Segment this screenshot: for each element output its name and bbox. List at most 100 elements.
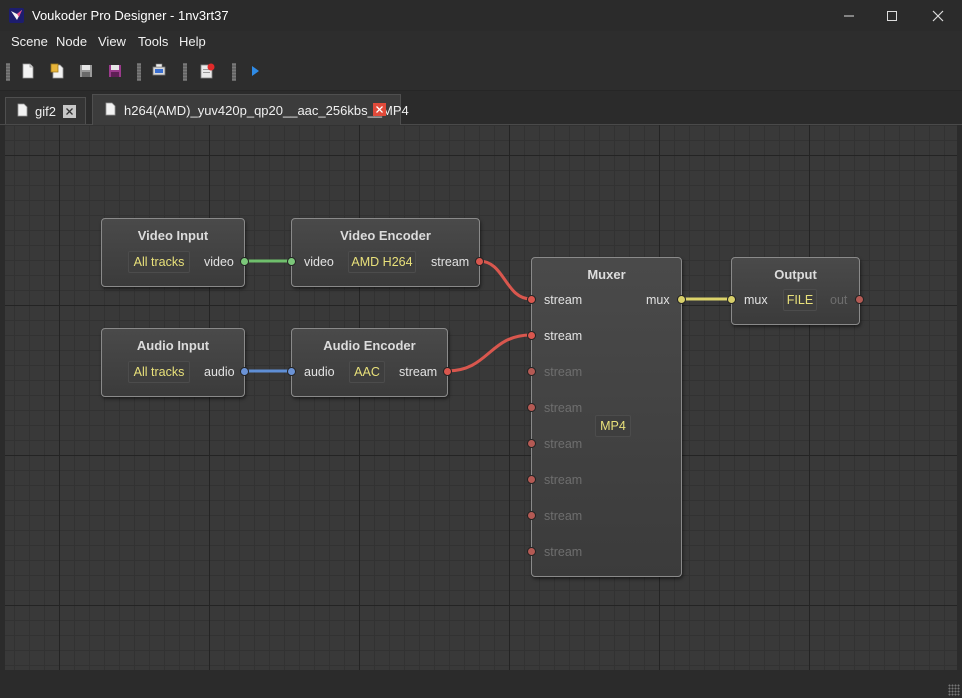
stream-input-label: stream	[544, 509, 583, 523]
tab-bar: gif2 h264(AMD)_yuv420p_qp20__aac_256kbs_…	[0, 91, 962, 125]
audio-encoder-value[interactable]: AAC	[349, 361, 385, 383]
tab-label: h264(AMD)_yuv420p_qp20__aac_256kbs__MP4	[124, 103, 409, 118]
open-button[interactable]	[49, 62, 67, 80]
open-icon	[50, 63, 64, 79]
video-input-node[interactable]: Video Input All tracks video	[101, 218, 249, 287]
close-button[interactable]	[915, 0, 961, 31]
record-icon	[200, 63, 215, 79]
stream-output-label: stream	[431, 255, 470, 269]
audio-tracks-value[interactable]: All tracks	[128, 361, 190, 383]
out-label: out	[830, 293, 848, 307]
stream-input-label: stream	[544, 473, 583, 487]
record-button[interactable]	[198, 62, 216, 80]
mux-input-port[interactable]	[727, 295, 736, 304]
document-icon	[17, 103, 28, 117]
node-title: Video Encoder	[340, 228, 431, 243]
stream-input-port[interactable]	[527, 547, 536, 556]
video-input-port[interactable]	[287, 257, 296, 266]
mux-input-label: mux	[744, 293, 768, 307]
muxer-node[interactable]: Muxer stream stream stream stream stream…	[527, 257, 686, 577]
document-icon	[105, 102, 116, 116]
output-node[interactable]: Output mux FILE out	[727, 257, 864, 325]
tab-h264-amd[interactable]: h264(AMD)_yuv420p_qp20__aac_256kbs__MP4	[92, 94, 409, 125]
toolbar	[0, 53, 962, 91]
title-bar: Voukoder Pro Designer - 1nv3rt37	[0, 0, 962, 31]
audio-input-port[interactable]	[287, 367, 296, 376]
mux-output-label: mux	[646, 293, 670, 307]
video-input-label: video	[304, 255, 334, 269]
close-icon	[376, 106, 383, 113]
audio-output-port[interactable]	[240, 367, 249, 376]
video-output-port[interactable]	[240, 257, 249, 266]
stream-input-label: stream	[544, 545, 583, 559]
minimize-button[interactable]	[826, 0, 872, 31]
new-button[interactable]	[19, 62, 37, 80]
maximize-icon	[887, 10, 897, 21]
output-file-value[interactable]: FILE	[783, 289, 817, 311]
node-title: Muxer	[587, 267, 626, 282]
maximize-button[interactable]	[869, 0, 915, 31]
toolbar-grip[interactable]	[232, 63, 236, 81]
stream-input-port[interactable]	[527, 331, 536, 340]
video-stream-wire[interactable]	[478, 259, 532, 301]
node-canvas[interactable]: Video Input All tracks video Video Encod…	[5, 125, 957, 670]
video-encoder-node[interactable]: Video Encoder video AMD H264 stream	[287, 218, 484, 287]
stream-output-port[interactable]	[443, 367, 452, 376]
node-title: Output	[774, 267, 817, 282]
mux-output-port[interactable]	[677, 295, 686, 304]
stream-input-label: stream	[544, 365, 583, 379]
menu-view[interactable]: View	[98, 34, 126, 49]
save-icon	[80, 65, 92, 77]
stream-input-port[interactable]	[527, 367, 536, 376]
video-encoder-value[interactable]: AMD H264	[348, 251, 416, 273]
tab-close-button[interactable]	[373, 103, 386, 116]
stream-output-label: stream	[399, 365, 438, 379]
audio-input-label: audio	[304, 365, 335, 379]
save-as-button[interactable]	[106, 62, 124, 80]
stream-input-port[interactable]	[527, 295, 536, 304]
resize-grip-icon[interactable]	[948, 684, 960, 696]
node-title: Audio Encoder	[323, 338, 416, 353]
status-bar	[0, 671, 962, 698]
run-button[interactable]	[246, 62, 264, 80]
toolbar-grip[interactable]	[137, 63, 141, 81]
audio-input-node[interactable]: Audio Input All tracks audio	[101, 328, 249, 397]
stream-input-label: stream	[544, 401, 583, 415]
stream-input-port[interactable]	[527, 403, 536, 412]
close-icon	[932, 10, 944, 21]
audio-encoder-node[interactable]: Audio Encoder audio AAC stream	[287, 328, 452, 397]
export-button[interactable]	[150, 62, 168, 80]
menu-tools[interactable]: Tools	[138, 34, 169, 49]
connection-layer	[243, 259, 731, 373]
stream-input-port[interactable]	[527, 439, 536, 448]
muxer-format-value[interactable]: MP4	[595, 415, 631, 437]
stream-input-label: stream	[544, 437, 583, 451]
stream-input-label: stream	[544, 329, 583, 343]
audio-stream-wire[interactable]	[446, 333, 532, 373]
minimize-icon	[844, 15, 854, 16]
save-button[interactable]	[77, 62, 95, 80]
save-as-icon	[109, 65, 121, 77]
node-title: Video Input	[137, 228, 209, 243]
stream-input-label: stream	[544, 293, 583, 307]
menu-scene[interactable]: Scene	[11, 34, 48, 49]
new-icon	[22, 63, 34, 79]
stream-input-port[interactable]	[527, 475, 536, 484]
toolbar-grip[interactable]	[6, 63, 10, 81]
tab-close-button[interactable]	[63, 105, 76, 118]
run-icon	[252, 66, 259, 76]
tab-gif2[interactable]: gif2	[5, 97, 86, 124]
app-logo-icon	[9, 8, 24, 23]
out-port[interactable]	[855, 295, 864, 304]
stream-input-port[interactable]	[527, 511, 536, 520]
video-tracks-value[interactable]: All tracks	[128, 251, 190, 273]
export-icon	[152, 63, 166, 76]
toolbar-grip[interactable]	[183, 63, 187, 81]
menu-node[interactable]: Node	[56, 34, 88, 49]
node-title: Audio Input	[136, 338, 210, 353]
tab-label: gif2	[35, 104, 56, 119]
video-output-label: video	[204, 255, 234, 269]
menu-bar: Scene Node View Tools Help	[0, 31, 962, 53]
stream-output-port[interactable]	[475, 257, 484, 266]
menu-help[interactable]: Help	[179, 34, 206, 49]
